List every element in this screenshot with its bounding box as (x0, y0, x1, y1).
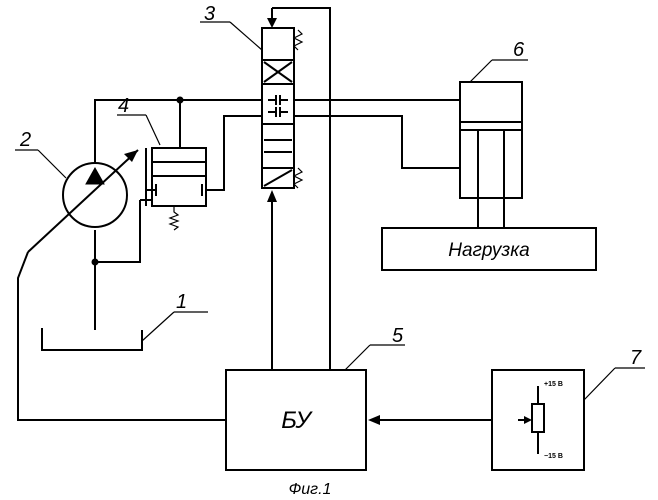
cylinder-lines (294, 100, 460, 168)
load-label: Нагрузка (448, 240, 529, 261)
label-cylinder: 6 (513, 39, 525, 61)
setpoint-line (368, 415, 492, 425)
label-pump: 2 (19, 129, 31, 151)
label-control-unit: 5 (392, 325, 404, 347)
pot-minus-label: −15 В (544, 453, 563, 460)
tank (42, 312, 208, 350)
control-unit: БУ (226, 345, 405, 470)
pump-control-line (18, 252, 226, 420)
valve-control-line (267, 190, 277, 370)
label-valve: 3 (204, 3, 215, 25)
label-relief-valve: 4 (118, 95, 129, 117)
pump (15, 150, 138, 330)
label-potentiometer: 7 (630, 347, 642, 369)
relief-valve (117, 115, 206, 230)
potentiometer: +15 В −15 В (492, 368, 645, 470)
figure-caption: Фиг.1 (289, 481, 332, 498)
label-tank: 1 (176, 291, 187, 313)
load-block: Нагрузка (382, 228, 596, 270)
pot-plus-label: +15 В (544, 381, 563, 388)
control-unit-label: БУ (281, 407, 313, 434)
cylinder (460, 60, 528, 228)
